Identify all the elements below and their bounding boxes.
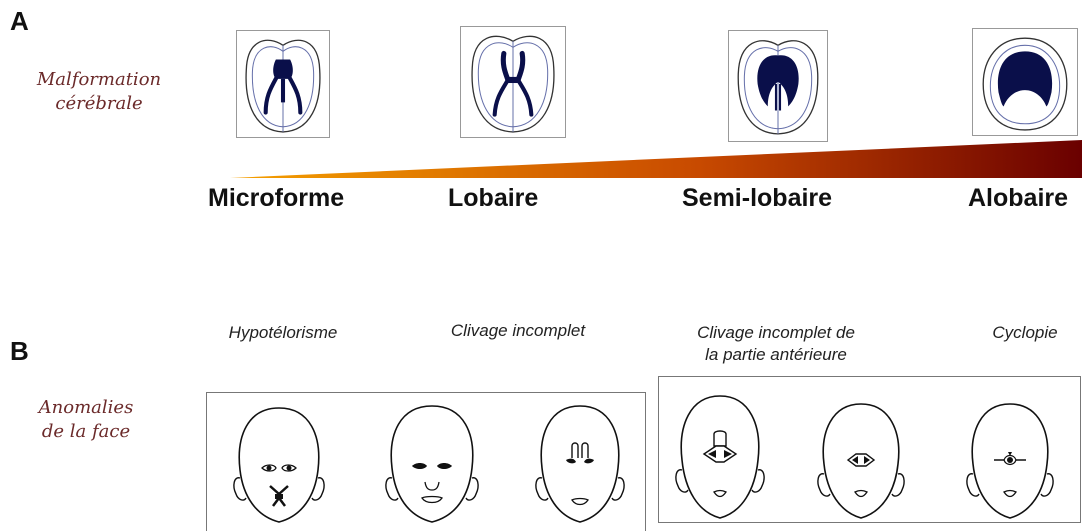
face-label-hypotelorisme-line-1: Hypotélorisme xyxy=(212,322,354,344)
face-label-clivage-incomplet: Clivage incomplet xyxy=(430,320,606,342)
face-label-clivage-anterieur-line-1: Clivage incomplet de xyxy=(676,322,876,344)
face-label-cyclopie-line-1: Cyclopie xyxy=(980,322,1070,344)
face-label-hypotelorisme: Hypotélorisme xyxy=(212,322,354,344)
face-clivage-anterieur-1 xyxy=(670,390,770,522)
face-label-cyclopie: Cyclopie xyxy=(980,322,1070,344)
face-clivage-incomplet-1 xyxy=(378,400,486,526)
stage-label-microforme: Microforme xyxy=(208,184,344,213)
face-hypotelorisme xyxy=(226,402,332,526)
stage-label-semi-lobaire: Semi-lobaire xyxy=(682,184,832,213)
face-cyclopie xyxy=(960,398,1060,522)
face-clivage-anterieur-2 xyxy=(812,398,910,522)
stage-label-lobaire: Lobaire xyxy=(448,184,538,213)
face-label-clivage-incomplet-line-1: Clivage incomplet xyxy=(430,320,606,342)
face-clivage-incomplet-2 xyxy=(528,400,632,526)
face-label-clivage-anterieur-line-2: la partie antérieure xyxy=(676,344,876,366)
stage-label-alobaire: Alobaire xyxy=(968,184,1068,213)
face-label-clivage-anterieur: Clivage incomplet de la partie antérieur… xyxy=(676,322,876,366)
